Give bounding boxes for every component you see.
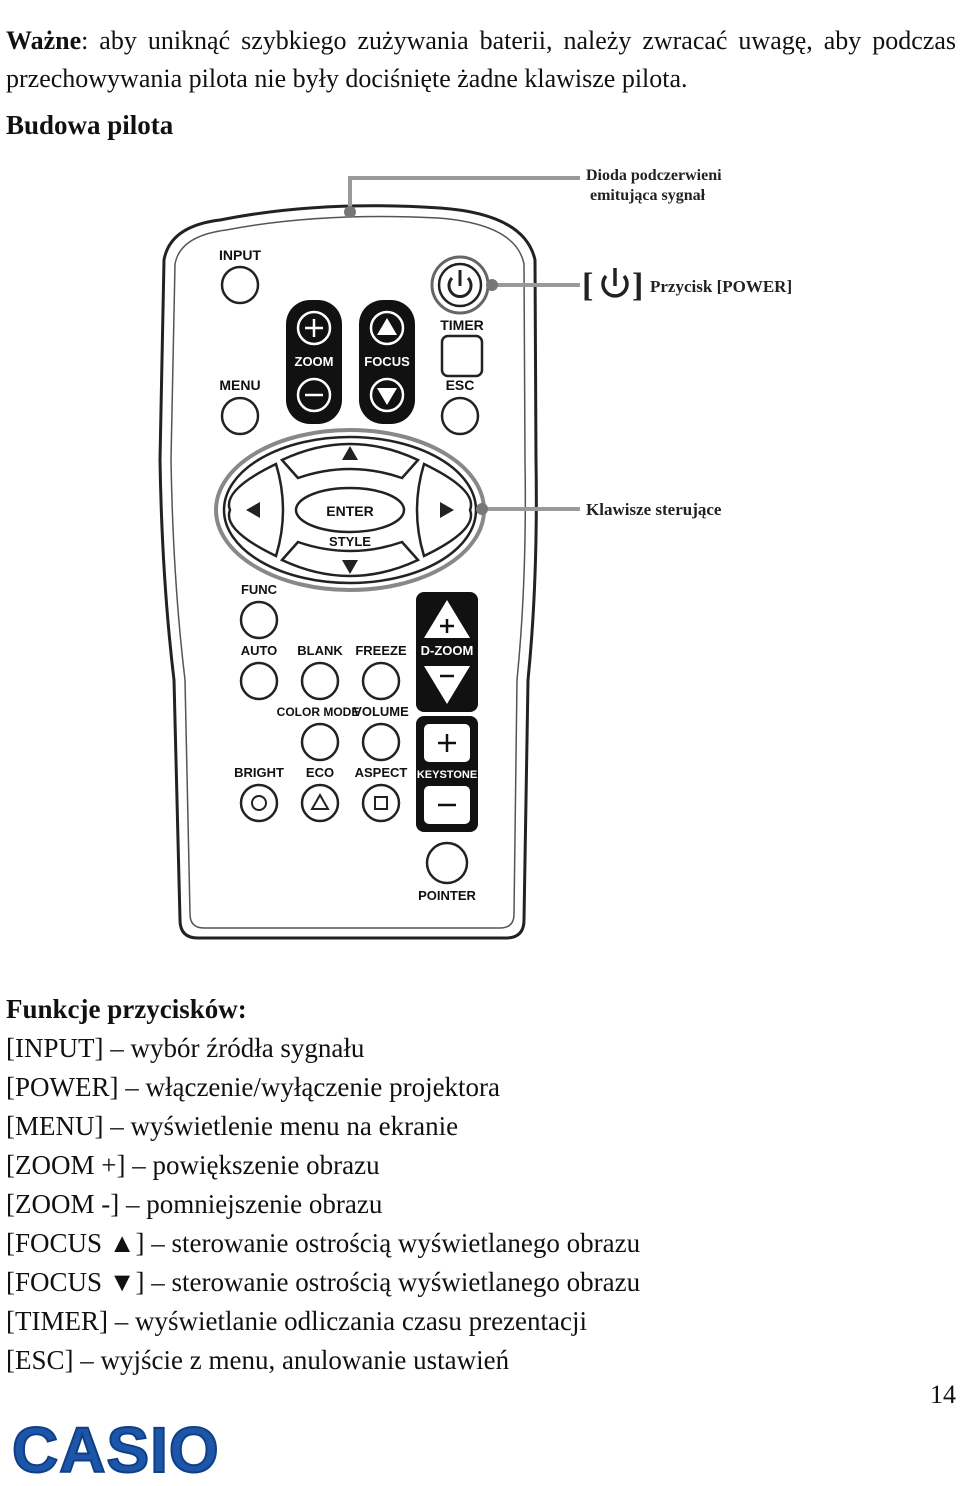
function-item-menu: [MENU] – wyświetlenie menu na ekranie [6, 1111, 459, 1141]
function-item-focus-up: [FOCUS ▲] – sterowanie ostrością wyświet… [6, 1228, 641, 1258]
remote-diagram: Dioda podczerwieni emitująca sygnał INPU… [158, 167, 792, 940]
function-item-zoom-in: [ZOOM +] – powiększenie obrazu [6, 1150, 380, 1180]
dzoom-out-button[interactable] [424, 666, 470, 704]
ir-callout-line2: emitująca sygnał [590, 187, 706, 204]
keystone-label: KEYSTONE [417, 769, 477, 781]
timer-button[interactable] [440, 334, 484, 378]
ir-diode-dot [344, 206, 356, 218]
volume-button[interactable] [361, 722, 401, 762]
dpad-down-icon [342, 560, 358, 574]
func-button[interactable] [239, 600, 279, 640]
bright-button[interactable] [239, 783, 279, 823]
freeze-label: FREEZE [355, 643, 407, 658]
dzoom-block [416, 592, 478, 712]
intro-bold-label: Ważne [6, 26, 82, 55]
function-item-input: [INPUT] – wybór źródła sygnału [6, 1033, 365, 1063]
style-label: STYLE [329, 534, 371, 549]
pointer-label: POINTER [418, 888, 476, 903]
control-callout-label: Klawisze sterujące [586, 500, 722, 519]
dpad-up-button[interactable] [279, 442, 421, 480]
blank-label: BLANK [297, 643, 343, 658]
function-item-timer: [TIMER] – wyświetlanie odliczania czasu … [6, 1306, 588, 1336]
dpad-right-icon [440, 502, 454, 518]
section-title: Budowa pilota [6, 110, 174, 140]
freeze-button[interactable] [361, 661, 401, 701]
power-callout-dot [486, 279, 498, 291]
control-callout-dot [476, 503, 488, 515]
blank-button[interactable] [300, 661, 340, 701]
input-label: INPUT [219, 247, 261, 263]
power-callout-label: Przycisk [POWER] [650, 277, 792, 296]
page-number: 14 [930, 1380, 956, 1409]
color-mode-label: COLOR MODE [277, 705, 360, 719]
functions-section: Funkcje przycisków: [INPUT] – wybór źród… [6, 990, 640, 1380]
bright-label: BRIGHT [234, 765, 284, 780]
functions-list: [INPUT] – wybór źródła sygnału [POWER] –… [6, 1029, 640, 1380]
eco-button[interactable] [300, 783, 340, 823]
esc-button[interactable] [440, 396, 480, 436]
function-item-focus-down: [FOCUS ▼] – sterowanie ostrością wyświet… [6, 1267, 641, 1297]
enter-button[interactable] [294, 486, 406, 534]
eco-label: ECO [306, 765, 334, 780]
func-label: FUNC [241, 582, 278, 597]
eco-triangle-icon [310, 792, 330, 810]
intro-text: : aby uniknąć szybkiego zużywania bateri… [6, 26, 956, 93]
aspect-label: ASPECT [355, 765, 408, 780]
auto-label: AUTO [241, 643, 278, 658]
bright-circle-icon [251, 795, 267, 811]
ir-callout-line [348, 176, 580, 212]
esc-label: ESC [446, 377, 475, 393]
function-item-zoom-out: [ZOOM -] – pomniejszenie obrazu [6, 1189, 383, 1219]
power-bracket-left: [ [582, 267, 593, 304]
function-item-esc: [ESC] – wyjście z menu, anulowanie ustaw… [6, 1345, 510, 1375]
dpad-left-icon [246, 502, 260, 518]
focus-down-icon [377, 388, 397, 405]
aspect-button[interactable] [361, 783, 401, 823]
aspect-square-icon [374, 796, 388, 810]
enter-label: ENTER [326, 503, 373, 519]
timer-label: TIMER [440, 317, 484, 333]
input-button[interactable] [220, 265, 260, 305]
pointer-button[interactable] [425, 841, 469, 885]
dpad-up-icon [342, 446, 358, 460]
dzoom-label: D-ZOOM [421, 643, 474, 658]
menu-label: MENU [219, 377, 260, 393]
focus-up-icon [377, 318, 397, 335]
intro-paragraph: Ważne: aby uniknąć szybkiego zużywania b… [6, 22, 956, 98]
power-icon [447, 276, 473, 298]
color-mode-button[interactable] [300, 722, 340, 762]
focus-label: FOCUS [364, 354, 410, 369]
functions-heading: Funkcje przycisków: [6, 994, 247, 1024]
auto-button[interactable] [239, 661, 279, 701]
function-item-power: [POWER] – włączenie/wyłączenie projektor… [6, 1072, 501, 1102]
power-callout-icon [601, 274, 629, 298]
menu-button[interactable] [220, 396, 260, 436]
casio-logo: CASIO [11, 1414, 220, 1486]
zoom-label: ZOOM [295, 354, 334, 369]
dpad-down-button[interactable] [279, 540, 421, 578]
volume-label: VOLUME [353, 704, 409, 719]
ir-callout-line1: Dioda podczerwieni [586, 167, 722, 184]
remote-body-inner [170, 215, 527, 929]
power-bracket-right: ] [632, 267, 643, 304]
